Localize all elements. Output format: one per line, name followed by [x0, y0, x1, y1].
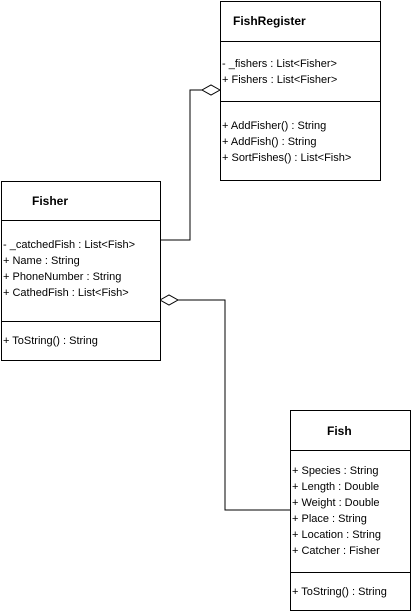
aggregation-fisher-fish	[178, 299, 290, 511]
aggregation-diamond-fisher	[158, 294, 180, 306]
class-fishregister[interactable]: FishRegister - _fishers : List<Fisher> +…	[220, 1, 381, 181]
attribute-fishers-field: - _fishers : List<Fisher>	[222, 58, 337, 70]
method-addfish: + AddFish() : String	[222, 136, 317, 148]
class-name-fishregister: FishRegister	[233, 14, 306, 28]
method-addfisher: + AddFisher() : String	[222, 120, 327, 132]
attribute-species: + Species : String	[292, 465, 379, 477]
methods-section-fish: + ToString() : String	[291, 572, 410, 600]
attributes-section-fish: + Species : String + Length : Double + W…	[291, 450, 410, 559]
method-tostring-fish: + ToString() : String	[292, 586, 387, 598]
aggregation-fishregister-fisher	[160, 89, 202, 241]
attributes-section-fishregister: - _fishers : List<Fisher> + Fishers : Li…	[221, 41, 380, 88]
attribute-length: + Length : Double	[292, 481, 380, 493]
attribute-catcher: + Catcher : Fisher	[292, 545, 380, 557]
method-tostring-fisher: + ToString() : String	[3, 335, 98, 347]
class-fisher[interactable]: Fisher - _catchedFish : List<Fish> + Nam…	[1, 181, 161, 361]
methods-section-fishregister: + AddFisher() : String + AddFish() : Str…	[221, 101, 380, 166]
attribute-name: + Name : String	[3, 255, 80, 267]
attribute-weight: + Weight : Double	[292, 497, 380, 509]
attribute-fishers-property: + Fishers : List<Fisher>	[222, 74, 338, 86]
class-name-fish: Fish	[327, 424, 352, 438]
attribute-catchedfish-field: - _catchedFish : List<Fish>	[3, 239, 136, 251]
attributes-section-fisher: - _catchedFish : List<Fish> + Name : Str…	[2, 220, 160, 301]
methods-section-fisher: + ToString() : String	[2, 321, 160, 349]
class-fish[interactable]: Fish + Species : String + Length : Doubl…	[290, 410, 411, 611]
attribute-location: + Location : String	[292, 529, 381, 541]
class-name-fisher: Fisher	[32, 194, 69, 208]
attribute-cathedfish: + CathedFish : List<Fish>	[3, 287, 129, 299]
aggregation-diamond-fishregister	[200, 84, 222, 96]
method-sortfishes: + SortFishes() : List<Fish>	[222, 152, 352, 164]
attribute-phonenumber: + PhoneNumber : String	[3, 271, 122, 283]
attribute-place: + Place : String	[292, 513, 367, 525]
